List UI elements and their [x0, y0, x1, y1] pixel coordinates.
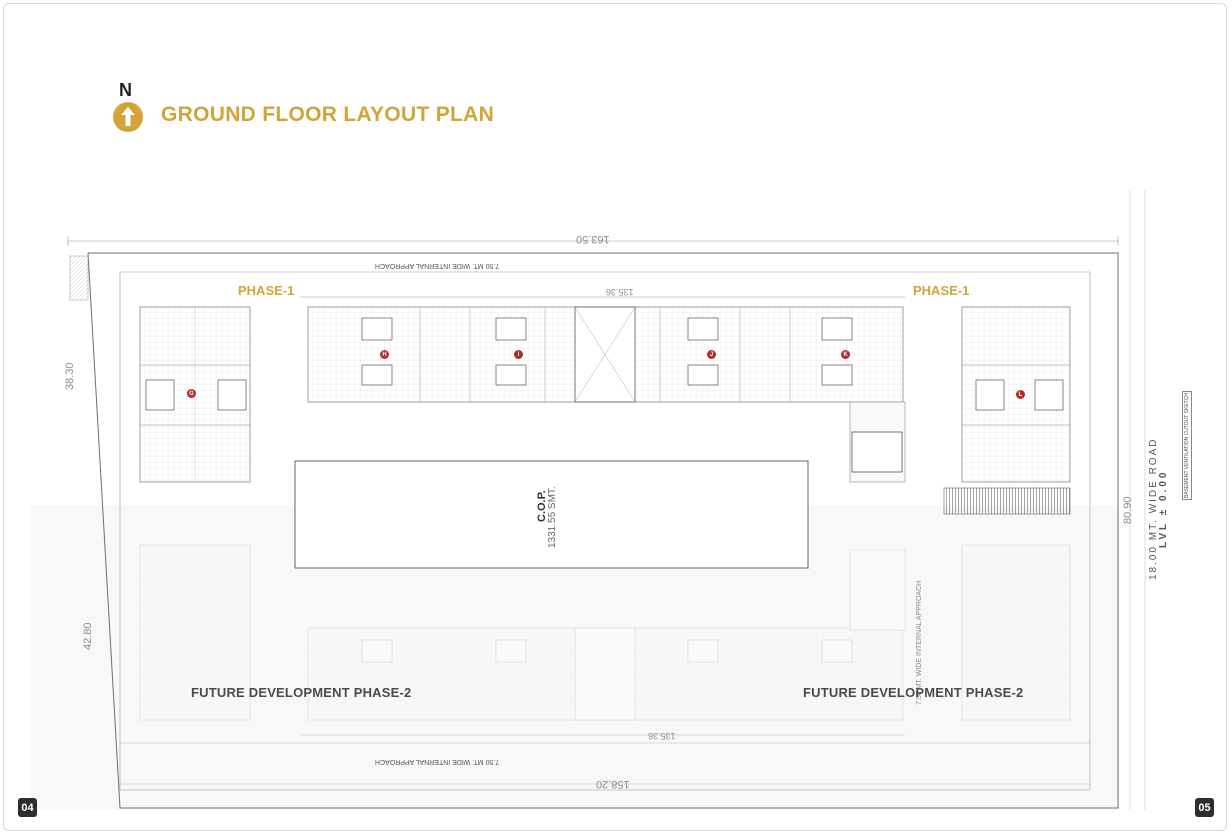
phase-1-right-label: PHASE-1: [913, 283, 970, 298]
future-phase-2-left-label: FUTURE DEVELOPMENT PHASE-2: [191, 685, 412, 700]
future-phase-2-right-label: FUTURE DEVELOPMENT PHASE-2: [803, 685, 1024, 700]
approach-bottom-label: 7.50 MT. WIDE INTERNAL APPROACH: [375, 758, 500, 765]
tower-marker-i: I: [514, 350, 523, 359]
dimension-inner-top: 135.36: [606, 287, 634, 297]
page-number-right: 05: [1195, 798, 1214, 817]
north-arrow-icon: [113, 102, 143, 132]
road-level-label: LVL ± 0.00: [1158, 469, 1169, 548]
page-frame: [3, 3, 1227, 831]
page-number-left: 04: [18, 798, 37, 817]
tower-marker-l: L: [1016, 390, 1025, 399]
approach-top-label: 7.50 MT. WIDE INTERNAL APPROACH: [375, 262, 500, 269]
phase-1-left-label: PHASE-1: [238, 283, 295, 298]
dimension-left-upper: 38.30: [64, 362, 76, 390]
cop-area-label: 1331.55 SMT.: [547, 486, 558, 548]
page-title: GROUND FLOOR LAYOUT PLAN: [161, 103, 495, 126]
ventilation-note: BASEMENT VENTILATION CUTOUT SKETCH: [1182, 391, 1192, 500]
dimension-inner-bottom: 135.36: [648, 731, 676, 741]
dimension-right: 80.90: [1122, 496, 1134, 524]
north-letter: N: [119, 80, 132, 100]
dimension-top: 163.50: [576, 233, 610, 245]
tower-marker-j: J: [707, 350, 716, 359]
tower-marker-k: K: [841, 350, 850, 359]
dimension-left-lower: 42.80: [82, 622, 94, 650]
tower-marker-g: G: [187, 389, 196, 398]
tower-marker-h: H: [380, 350, 389, 359]
dimension-bottom: 158.20: [596, 778, 630, 790]
